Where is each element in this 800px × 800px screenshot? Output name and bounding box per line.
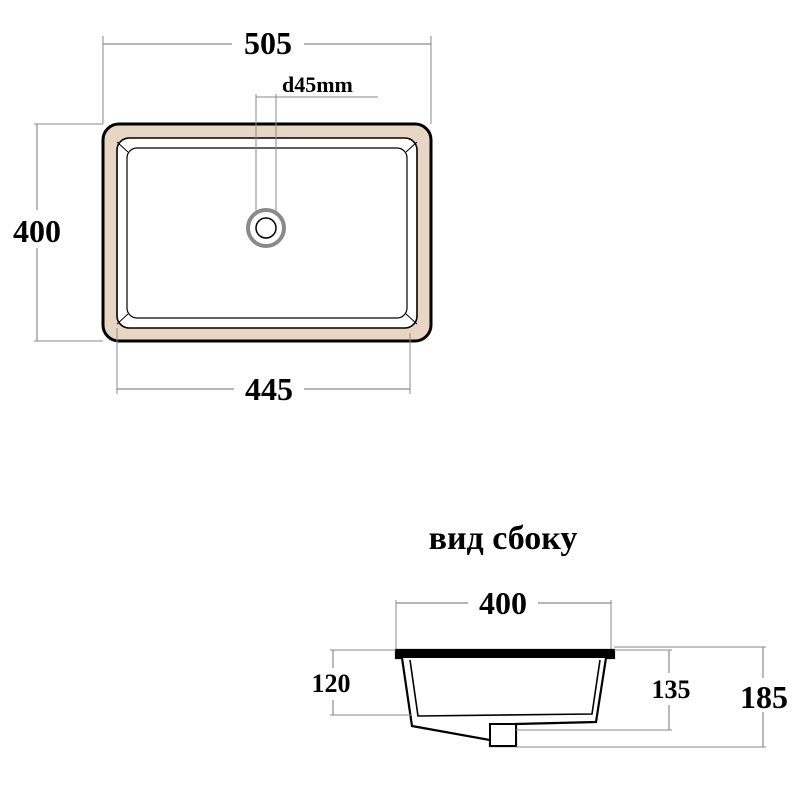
side-view-title: вид сбоку — [429, 520, 578, 557]
corner-line-br — [405, 313, 418, 325]
side-profile-inner — [409, 659, 601, 717]
side-profile-rim — [396, 650, 614, 658]
drain-diameter-label: d45mm — [282, 72, 353, 97]
dim-505-label: 505 — [244, 25, 292, 61]
corner-line-tl — [116, 141, 129, 153]
side-view: вид сбоку 400 120 135 185 — [312, 520, 788, 748]
top-view: d45mm 505 400 445 — [13, 25, 433, 407]
corner-line-tr — [405, 141, 418, 153]
dim-135-label: 135 — [652, 675, 691, 704]
dim-400-label: 400 — [13, 213, 61, 249]
dim-120-label: 120 — [312, 669, 351, 698]
dim-side-400-label: 400 — [479, 585, 527, 621]
sink-basin-bottom — [126, 147, 408, 319]
dim-185-label: 185 — [740, 679, 788, 715]
side-profile-drain — [489, 723, 517, 747]
corner-line-bl — [116, 313, 129, 325]
drain-inner-ring — [255, 217, 277, 239]
dim-445-label: 445 — [245, 371, 293, 407]
